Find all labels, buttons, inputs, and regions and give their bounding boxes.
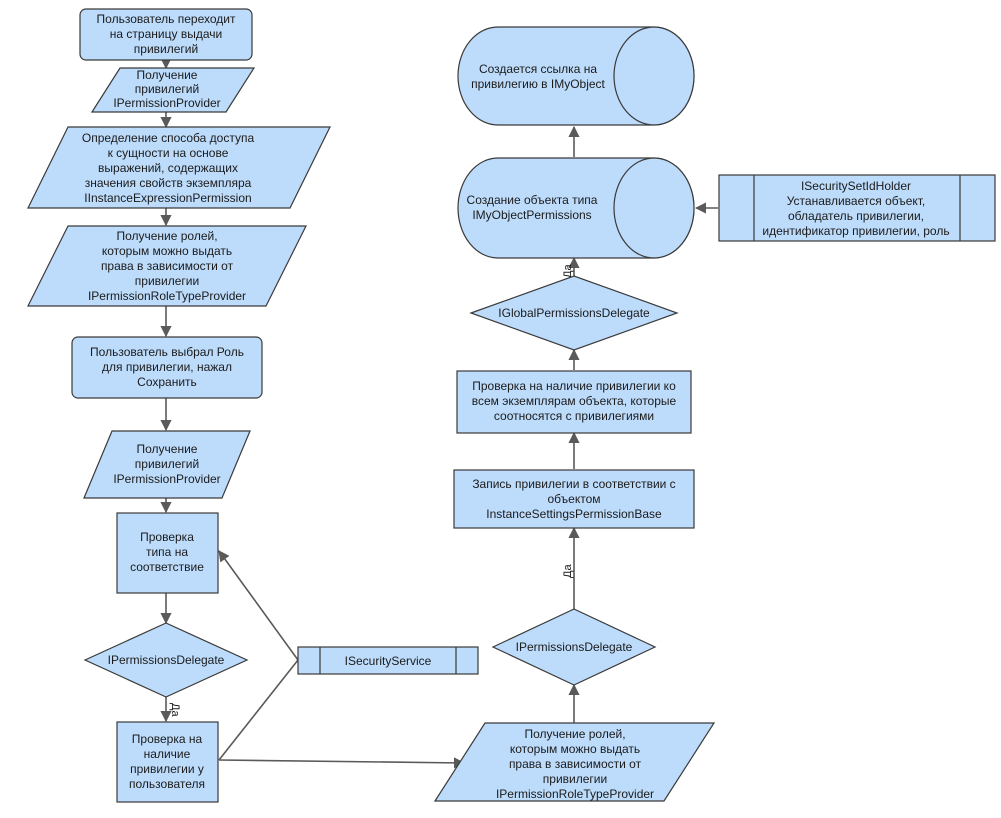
text-line: Пользователь переходит — [97, 12, 236, 26]
get-provider-1-io — [90, 67, 256, 113]
text-line: объектом — [548, 492, 601, 506]
connectors — [160, 57, 718, 769]
text-line: которым можно выдать — [510, 742, 640, 756]
text-line: привилегии — [543, 772, 607, 786]
text-line: привилегий — [134, 42, 198, 56]
text-line: выражений, содержащих — [98, 161, 238, 175]
edge-usercheck-to-security — [218, 659, 299, 761]
text-line: IPermissionProvider — [113, 96, 220, 110]
permissions-delegate-right-decision — [491, 608, 657, 686]
text-line: ISecuritySetIdHolder — [801, 179, 911, 193]
instances-check-process — [456, 370, 692, 434]
text-line: привилегию в IMyObject — [471, 77, 605, 91]
text-line: обладатель привилегии, — [788, 209, 924, 223]
text-line: которым можно выдать — [102, 244, 232, 258]
get-roles-2-io — [433, 722, 716, 802]
text-line: IPermissionsDelegate — [108, 653, 225, 667]
get-roles-1-io — [27, 225, 307, 307]
text-line: права в зависимости от — [509, 757, 642, 771]
access-method-io — [27, 126, 331, 209]
text-line: соотносятся с привилегиями — [494, 409, 654, 423]
text-line: соответствие — [130, 560, 204, 574]
text-line: на страницу выдачи — [110, 27, 222, 41]
text-line: Запись привилегии в соответствии с — [472, 477, 675, 491]
text-line: права в зависимости от — [101, 259, 234, 273]
permissions-delegate-right-label: IPermissionsDelegate — [516, 640, 633, 654]
permissions-delegate-left-decision — [83, 622, 249, 698]
text-line: IPermissionProvider — [113, 472, 220, 486]
text-line: Устанавливается объект, — [787, 194, 926, 208]
text-line: ISecurityService — [345, 654, 432, 668]
text-line: Определение способа доступа — [82, 131, 255, 145]
text-line: Создание объекта типа — [467, 193, 598, 207]
text-line: IMyObjectPermissions — [472, 208, 591, 222]
text-line: привилегий — [135, 457, 199, 471]
text-line: привилегии у — [130, 762, 204, 776]
user-selected-role-process — [71, 336, 263, 399]
text-line: наличие — [144, 747, 191, 761]
text-line: Получение ролей, — [524, 727, 625, 741]
text-line: Проверка на — [132, 732, 203, 746]
type-check-process — [116, 512, 219, 594]
text-line: IPermissionRoleTypeProvider — [496, 787, 654, 801]
text-line: к сущности на основе — [108, 146, 229, 160]
edge-security-to-typecheck — [218, 550, 299, 661]
yes-label-left: Да — [169, 703, 181, 717]
permissions-delegate-left-label: IPermissionsDelegate — [108, 653, 225, 667]
text-line: Получение ролей, — [116, 229, 217, 243]
text-line: Проверка — [140, 530, 194, 544]
security-service-label: ISecurityService — [345, 654, 432, 668]
edge-usercheck-to-roles2 — [218, 757, 466, 769]
text-line: InstanceSettingsPermissionBase — [486, 507, 662, 521]
create-link-cylinder — [457, 26, 695, 126]
text-line: Сохранить — [137, 375, 197, 389]
text-line: IInstanceExpressionPermission — [84, 191, 251, 205]
text-line: Пользователь выбрал Роль — [90, 345, 244, 359]
get-provider-2-io — [83, 430, 251, 499]
text-line: Получение — [137, 442, 198, 456]
text-line: привилегий — [135, 82, 199, 96]
text-line: всем экземплярам объекта, которые — [472, 394, 677, 408]
text-line: IPermissionsDelegate — [516, 640, 633, 654]
global-permissions-label: IGlobalPermissionsDelegate — [498, 306, 650, 320]
setid-holder-subprocess — [718, 174, 996, 242]
write-privilege-process — [453, 469, 695, 529]
yes-label-right-lower: Да — [562, 564, 574, 578]
start-process — [79, 8, 253, 61]
text-line: Проверка на наличие привилегии ко — [472, 379, 676, 393]
text-line: значения свойств экземпляра — [85, 176, 252, 190]
text-line: Создается ссылка на — [479, 62, 597, 76]
text-line: типа на — [146, 545, 188, 559]
text-line: IPermissionRoleTypeProvider — [88, 289, 246, 303]
yes-label-right-upper: Да — [562, 264, 574, 278]
text-line: идентификатор привилегии, роль — [762, 224, 949, 238]
text-line: пользователя — [129, 777, 205, 791]
security-service-subprocess — [297, 646, 479, 675]
edge-labels: Да Да Да — [169, 264, 574, 718]
create-object-cylinder — [457, 157, 695, 259]
text-line: Получение — [137, 68, 198, 82]
text-line: для привилегии, нажал — [102, 360, 232, 374]
user-privilege-check-process — [116, 721, 219, 803]
text-line: привилегии — [135, 274, 199, 288]
text-line: IGlobalPermissionsDelegate — [498, 306, 650, 320]
global-permissions-decision — [469, 275, 679, 351]
